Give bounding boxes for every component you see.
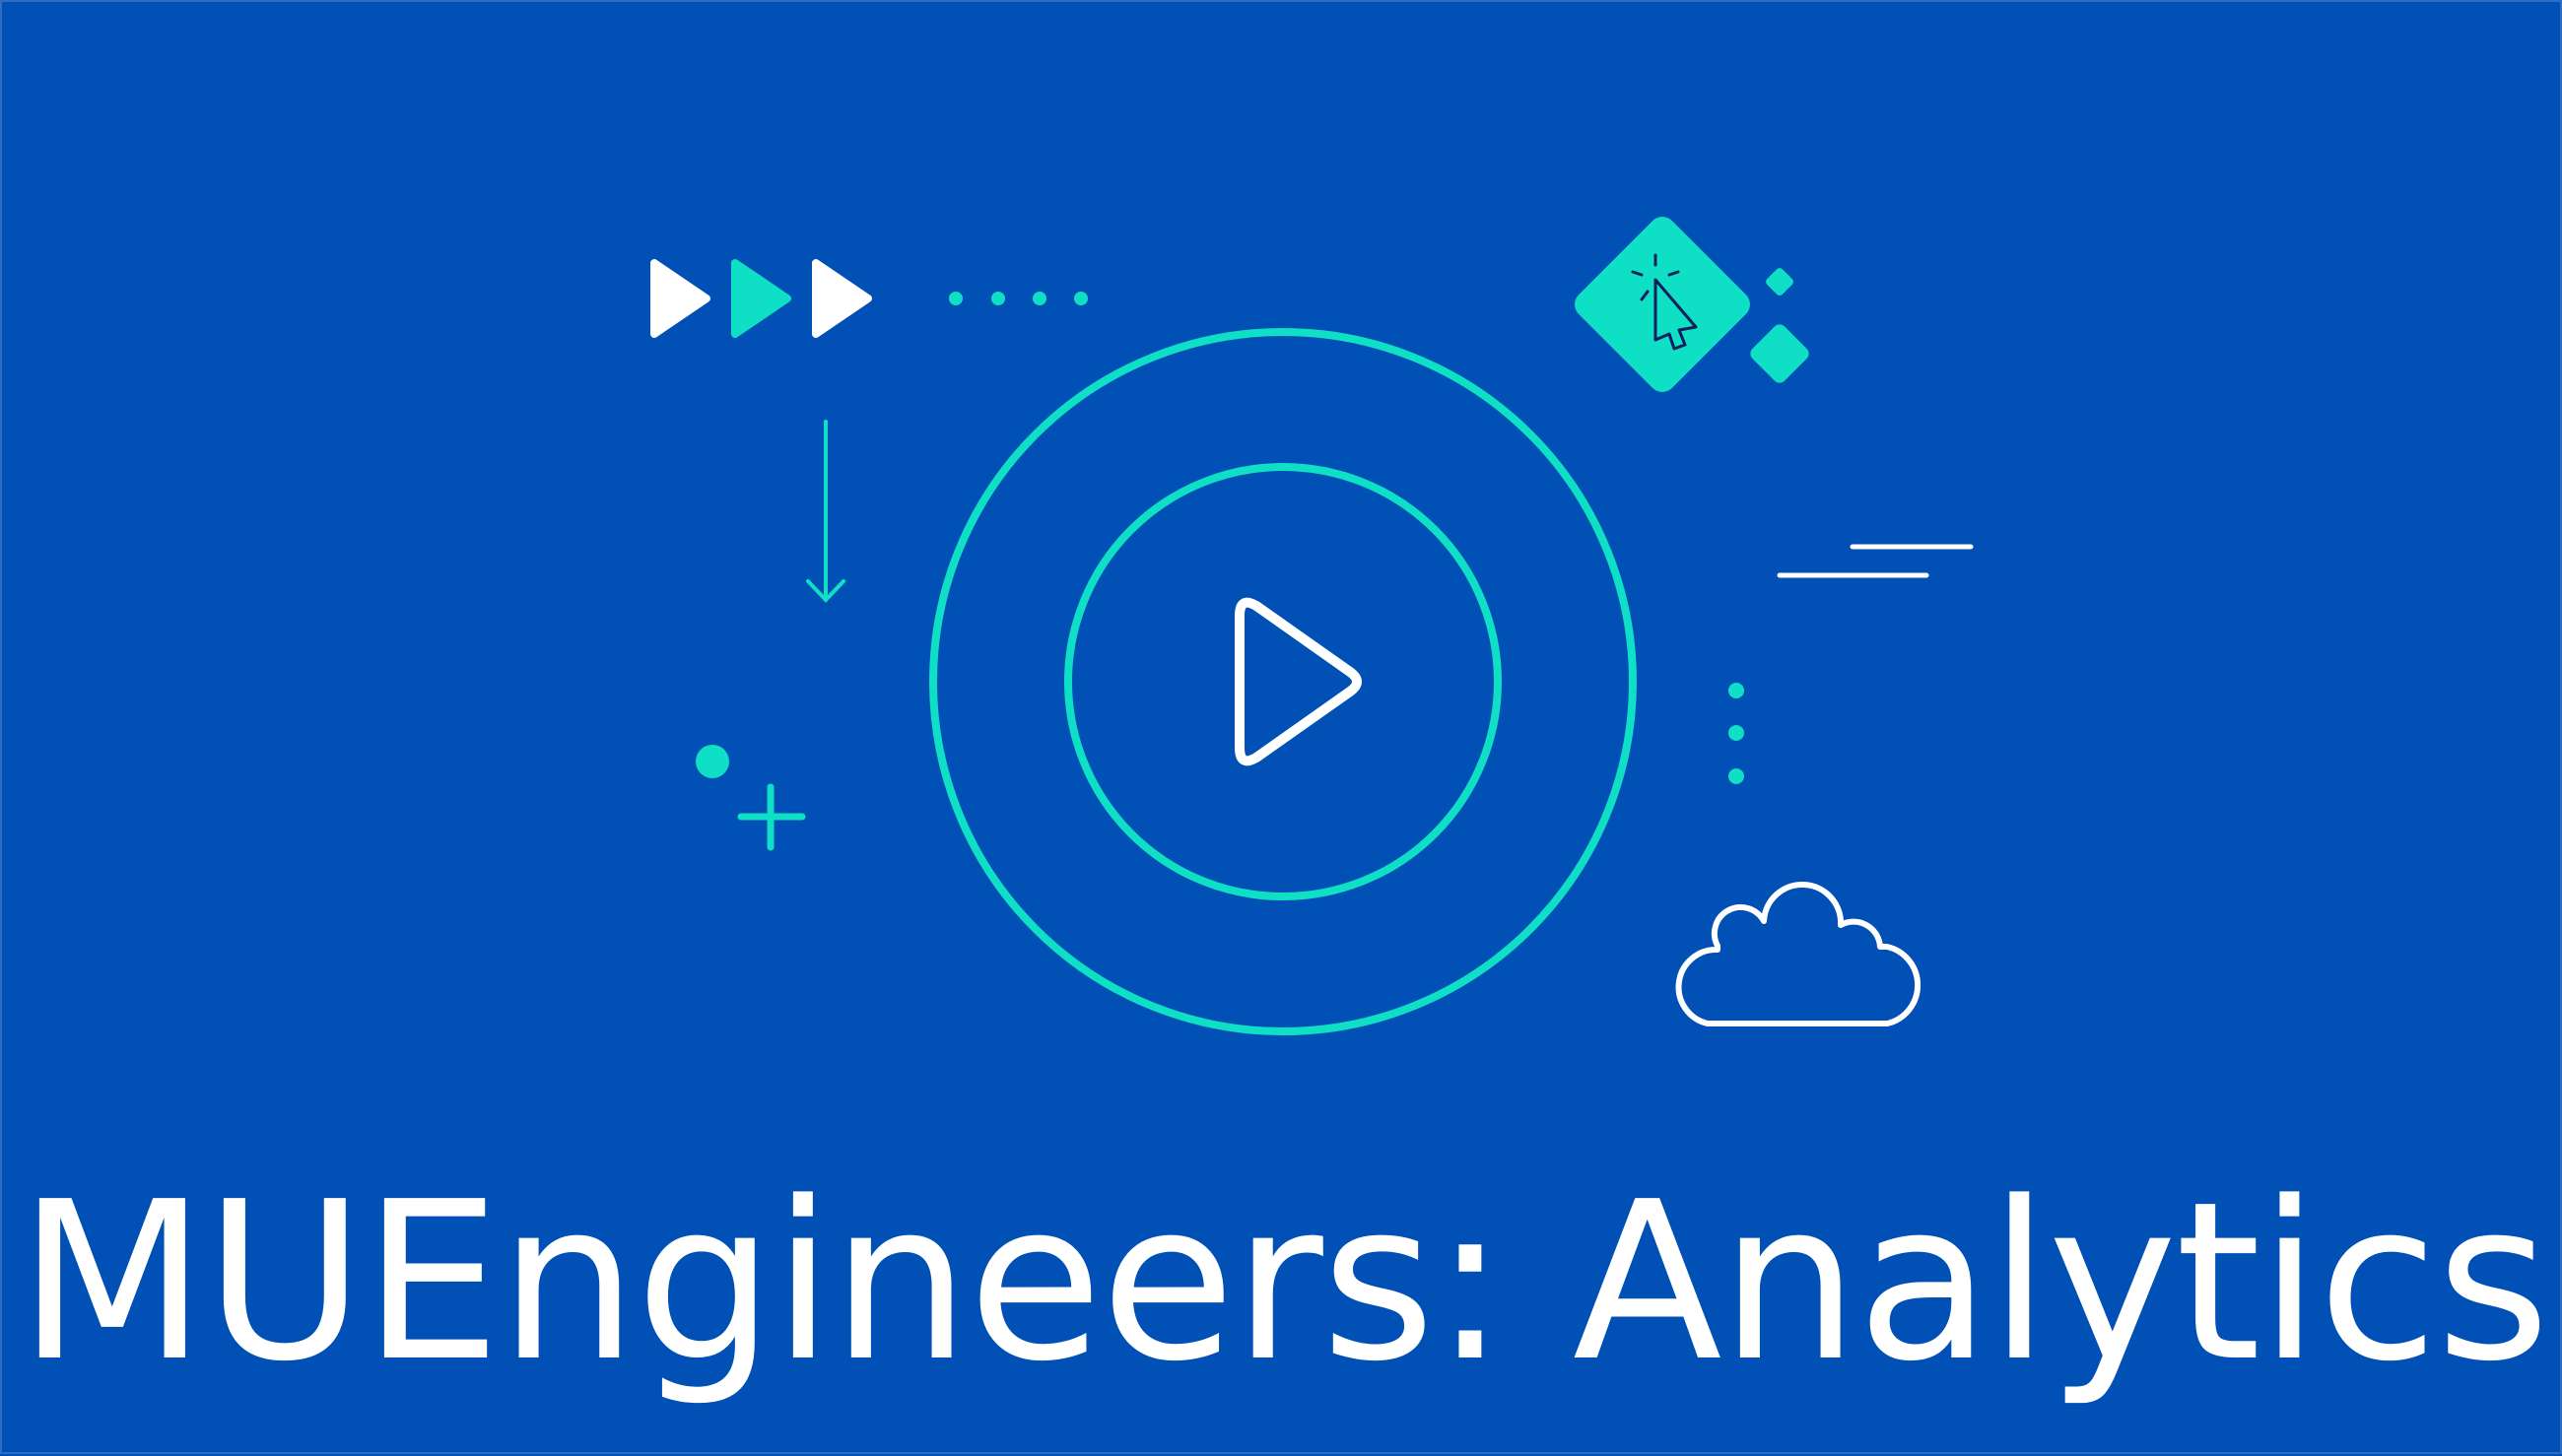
lines-icon [1777, 544, 1974, 578]
play-icon[interactable] [1235, 597, 1362, 766]
plus-icon [737, 783, 806, 851]
arrow-down-icon [806, 420, 845, 603]
cloud-icon [1675, 882, 1922, 1026]
dots-horizontal-icon [949, 292, 1088, 305]
fast-forward-icon [650, 259, 872, 338]
dot-icon [696, 745, 729, 778]
outer-ring [929, 328, 1637, 1035]
page-title: MUEngineers: Analytics [18, 1156, 2550, 1410]
diamond-icon [1575, 217, 1809, 392]
cursor-click-icon [1631, 253, 1698, 351]
dots-vertical-icon [1728, 683, 1744, 784]
inner-ring [1064, 463, 1502, 900]
